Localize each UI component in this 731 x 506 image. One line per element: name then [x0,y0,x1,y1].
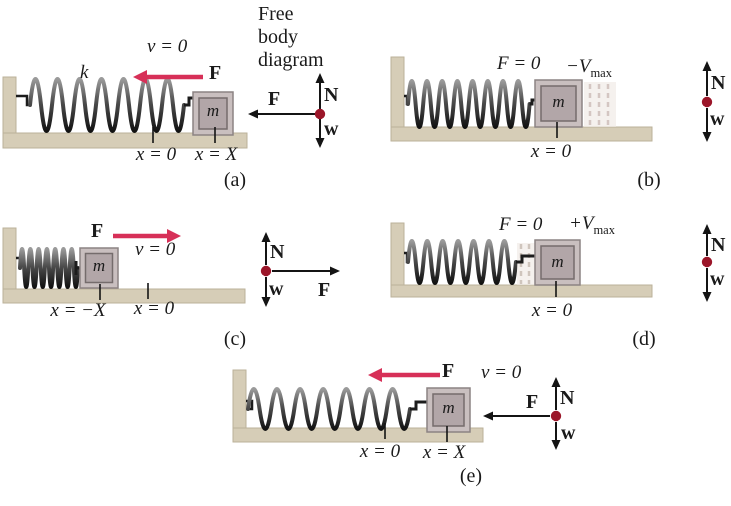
fbd-b-dot [701,96,713,108]
velocity-max-value-d: +V [569,213,594,234]
floor-a [2,132,248,149]
fbd-c-art [260,232,340,307]
fbd-e-weight-arrowhead [551,440,561,450]
fbd-a-force-label: F [268,88,281,110]
force-zero-label-d: F = 0 [499,214,543,235]
fbd-e-weight-label: w [561,422,576,444]
fbd-d-dot [701,256,713,268]
fbd-b-normal-arrowhead [702,61,712,71]
mass-face-a [198,97,228,130]
floor-d [390,284,653,298]
velocity-max-label-d: +Vmax [569,213,615,238]
mass-face-d [540,245,575,280]
restoring-force-arrowhead-c [167,229,181,243]
x-amplitude-label-a: x = X [194,144,238,165]
fbd-b-normal-label: N [711,72,726,94]
panel-tag-e: (e) [459,465,483,487]
fbd-a-weight-label: w [324,118,339,140]
mass-label-e: m [442,398,455,417]
x-neg-amplitude-label-c: x = −X [50,300,106,321]
fbd-a-force-arrowhead [248,109,258,119]
x-zero-label-b: x = 0 [530,141,572,162]
force-label-e: F [442,360,455,382]
fbd-c-normal-arrowhead [261,232,271,242]
mass-label-d: m [551,252,564,271]
fbd-b-weight-arrowhead [702,132,712,142]
fbd-c-force-label: F [318,279,331,301]
mass-hook-e [410,400,428,411]
mass-label-b: m [552,92,565,111]
fbd-c-force-arrowhead [330,266,340,276]
fbd-a-dot [314,108,326,120]
velocity-label-a: v = 0 [147,36,188,57]
fbd-d-normal-arrowhead [702,224,712,234]
spring-constant-label-a: k [80,62,89,83]
fbd-a-normal-label: N [324,84,339,106]
fbd-a-art [248,73,326,148]
fbd-c-normal-label: N [270,241,285,263]
mass-face-b [540,85,577,122]
fbd-c-dot [260,265,272,277]
fbd-e-dot [550,410,562,422]
panel-tag-b: (b) [637,169,661,191]
panel-c-art [2,227,246,304]
force-label-a: F [209,62,222,84]
velocity-max-label-b: −Vmax [566,56,612,81]
velocity-label-e: v = 0 [481,362,522,383]
floor-c [2,288,246,304]
velocity-label-c: v = 0 [135,239,176,260]
fbd-e-normal-arrowhead [551,377,561,387]
mass-face-c [84,252,114,284]
x-zero-label-a: x = 0 [135,144,177,165]
mass-hook-b [529,98,536,106]
free-body-diagram-heading: Free body diagram [258,3,324,72]
spring-e [246,387,412,431]
restoring-force-arrowhead-e [368,368,382,382]
force-label-c: F [91,220,104,242]
velocity-max-value-b: −V [566,56,591,77]
panel-d-art [390,222,653,298]
x-zero-label-c: x = 0 [133,298,175,319]
x-zero-label-d: x = 0 [531,300,573,321]
panel-e-art [232,368,484,443]
fbd-d-normal-label: N [711,234,726,256]
restoring-force-arrowhead-a [133,70,147,84]
fbd-e-force-label: F [526,391,539,413]
floor-b [390,126,653,142]
fbd-c-weight-arrowhead [261,297,271,307]
panel-b-art [390,56,653,142]
fbd-d-weight-arrowhead [702,292,712,302]
fbd-c-weight-label: w [269,278,284,300]
velocity-max-subscript-d: max [593,222,615,237]
spring-c [18,247,80,289]
fbd-e-force-arrowhead [483,411,493,421]
mass-hook-d [516,254,536,264]
x-zero-label-e: x = 0 [359,441,401,462]
panel-a-art [2,70,248,149]
panel-tag-c: (c) [223,328,247,350]
fbd-a-weight-arrowhead [315,138,325,148]
panel-tag-d: (d) [632,328,656,350]
mass-face-e [432,393,465,427]
velocity-max-subscript-b: max [590,65,612,80]
fbd-e-art [483,377,562,450]
fbd-e-normal-label: N [560,387,575,409]
motion-ghost-d [517,243,535,285]
fbd-d-art [701,224,713,302]
fbd-b-art [701,61,713,142]
fbd-a-normal-arrowhead [315,73,325,83]
x-amplitude-label-e: x = X [422,442,466,463]
mass-hook-a [184,96,194,107]
mass-label-a: m [206,101,220,120]
spring-d [406,239,518,285]
spring-a [28,77,186,133]
spring-b [406,79,532,129]
mass-label-c: m [92,256,106,275]
wall-bracket-a [16,94,30,107]
fbd-d-weight-label: w [710,268,725,290]
force-zero-label-b: F = 0 [497,53,541,74]
panel-tag-a: (a) [223,169,247,191]
fbd-b-weight-label: w [710,108,725,130]
